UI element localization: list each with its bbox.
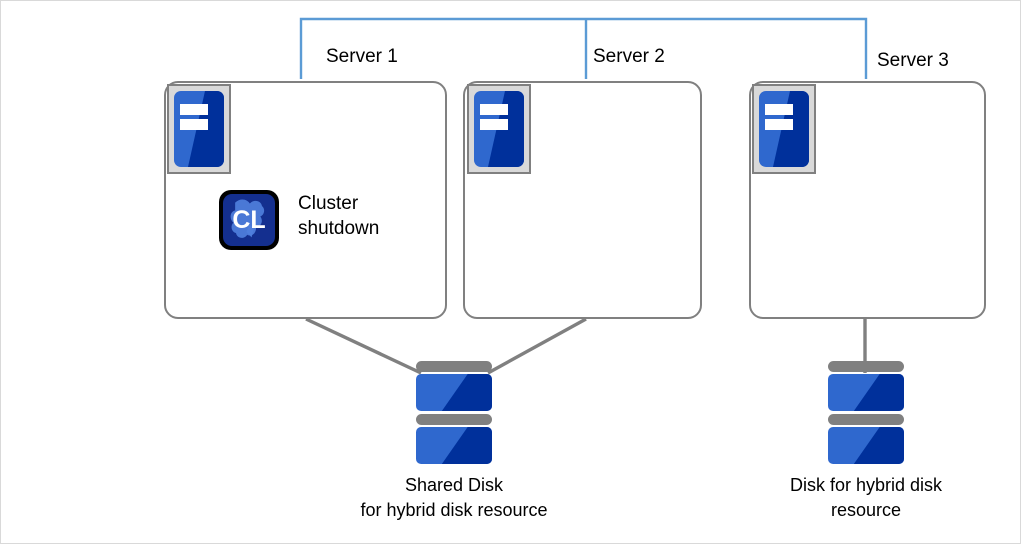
shared-disk-caption-line1: Shared Disk <box>404 475 504 495</box>
cluster-splash-shape <box>230 199 265 238</box>
cluster-shutdown-label-line1: Cluster <box>298 193 359 214</box>
cluster-shutdown-icon[interactable]: CL <box>219 190 279 250</box>
server-machine-icon <box>752 84 816 174</box>
shared-disk-caption-line2: for hybrid disk resource <box>360 500 548 520</box>
cluster-shutdown-label-line2: shutdown <box>298 218 380 239</box>
hybrid-disk-icon[interactable] <box>828 361 904 464</box>
server-1-label: Server 1 <box>326 46 398 67</box>
link-server2-shared-disk <box>487 317 587 375</box>
link-server1-shared-disk <box>305 317 422 375</box>
server-machine-icon <box>467 84 531 174</box>
cluster-shutdown-icon-text: CL <box>232 205 266 234</box>
server-2-label: Server 2 <box>593 46 665 67</box>
interconnect-bracket <box>299 17 868 79</box>
hybrid-disk-caption-line2: resource <box>830 500 902 520</box>
shared-disk-icon[interactable] <box>416 361 492 464</box>
server-3-label: Server 3 <box>877 50 949 71</box>
hybrid-disk-caption-line1: Disk for hybrid disk <box>789 475 943 495</box>
server-machine-icon <box>167 84 231 174</box>
